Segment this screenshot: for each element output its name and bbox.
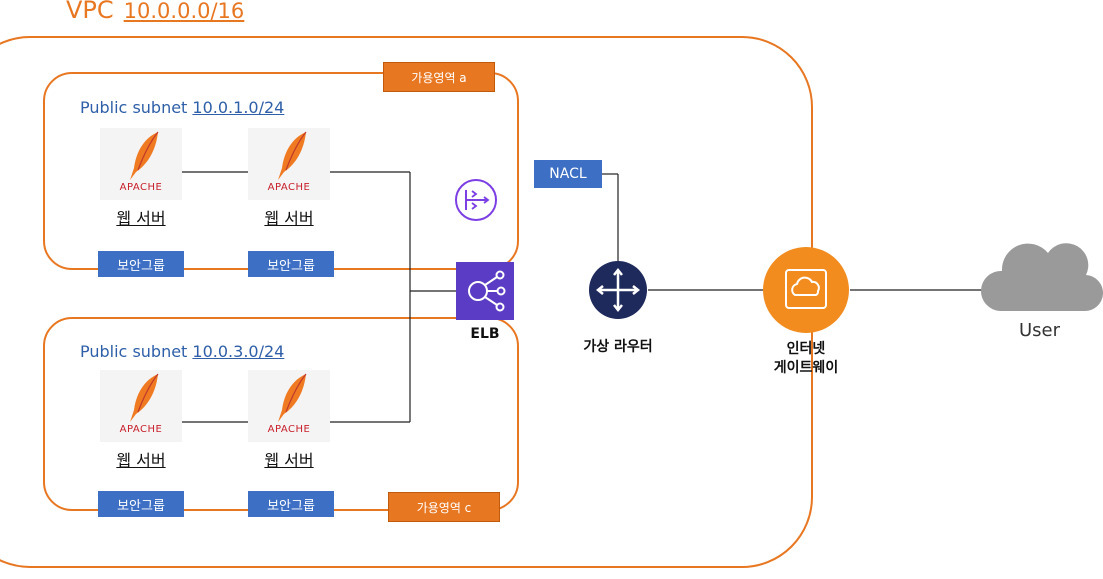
security-group-badge: 보안그룹: [98, 491, 184, 517]
user-label: User: [1019, 320, 1061, 341]
apache-server-icon: APACHE: [100, 128, 182, 200]
gateway-label-line2: 게이트웨이: [773, 360, 839, 376]
availability-zone-a: 가용영역 a: [383, 62, 495, 92]
elb-label: ELB: [470, 326, 500, 342]
apache-server-icon: APACHE: [248, 370, 330, 442]
apache-feather-icon: [130, 373, 159, 422]
subnet-title-c: Public subnet 10.0.3.0/24: [80, 342, 284, 362]
web-server-label: 웹 서버: [116, 451, 166, 470]
apache-feather-icon: [278, 131, 307, 180]
subnet-cidr: 10.0.1.0/24: [192, 98, 285, 117]
subnet-title-a: Public subnet 10.0.1.0/24: [80, 98, 284, 118]
vpc-title: VPC 10.0.0.0/16: [66, 0, 244, 27]
apache-server-icon: APACHE: [100, 370, 182, 442]
subnet-label: Public subnet: [80, 342, 188, 361]
web-server-label: 웹 서버: [116, 209, 166, 228]
router-label: 가상 라우터: [583, 339, 653, 355]
apache-logo-text: APACHE: [119, 182, 163, 193]
subnet-label: Public subnet: [80, 98, 188, 117]
router-icon: [589, 261, 647, 319]
gateway-label-line1: 인터넷: [786, 341, 826, 357]
web-server-label: 웹 서버: [264, 209, 314, 228]
security-group-badge: 보안그룹: [98, 251, 184, 277]
cloud-icon: [980, 243, 1103, 312]
nat-gateway-icon: [455, 179, 497, 221]
apache-feather-icon: [130, 131, 159, 180]
internet-gateway-icon: [763, 247, 849, 333]
elb-icon: [456, 262, 514, 320]
nacl-badge: NACL: [534, 160, 602, 188]
apache-feather-icon: [278, 373, 307, 422]
apache-logo-text: APACHE: [119, 424, 163, 435]
web-server-label: 웹 서버: [264, 451, 314, 470]
vpc-label: VPC: [66, 0, 114, 24]
subnet-cidr: 10.0.3.0/24: [192, 342, 285, 361]
vpc-cidr: 10.0.0.0/16: [123, 0, 245, 23]
apache-server-icon: APACHE: [248, 128, 330, 200]
availability-zone-c: 가용영역 c: [388, 492, 500, 522]
security-group-badge: 보안그룹: [248, 251, 334, 277]
apache-logo-text: APACHE: [267, 424, 311, 435]
security-group-badge: 보안그룹: [248, 491, 334, 517]
internet-gateway-label: 인터넷 게이트웨이: [736, 340, 876, 378]
apache-logo-text: APACHE: [267, 182, 311, 193]
